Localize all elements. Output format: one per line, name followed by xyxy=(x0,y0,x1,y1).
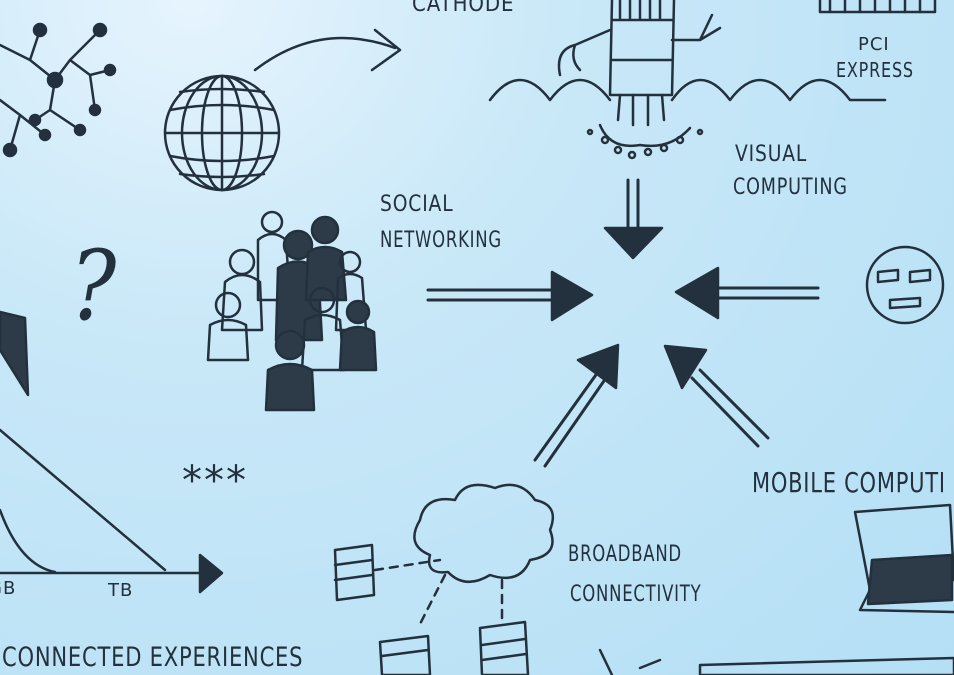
globe-icon xyxy=(163,74,281,192)
broadband-label-line2: CONNECTIVITY xyxy=(570,582,702,607)
server-left-icon xyxy=(333,543,376,602)
chip-icon xyxy=(818,0,937,14)
device-partial-icon xyxy=(598,648,954,675)
visual-computing-label-line2: COMPUTING xyxy=(733,175,848,200)
server-bottom-right-icon xyxy=(478,620,530,675)
mobile-computing-label: MOBILE COMPUTI xyxy=(752,466,946,499)
question-mark-label: ? xyxy=(70,230,118,342)
visual-computing-label-line1: VISUAL xyxy=(735,142,808,167)
cloud-network-icon xyxy=(373,483,555,630)
people-group-icon xyxy=(206,210,378,412)
axis-tick-right-label: TB xyxy=(108,580,134,601)
social-networking-label-line2: NETWORKING xyxy=(380,228,502,253)
broadband-label-line1: BROADBAND xyxy=(568,542,682,567)
laptop-icon xyxy=(853,503,954,614)
axis-tick-left-label: GB xyxy=(0,578,17,599)
growth-graph-icon xyxy=(0,428,224,594)
robot-component-icon xyxy=(488,0,887,160)
cathode-label: CATHODE xyxy=(412,0,515,17)
connected-experiences-label: CONNECTED EXPERIENCES xyxy=(2,642,304,673)
social-networking-label-line1: SOCIAL xyxy=(380,192,454,217)
curved-arrow-icon xyxy=(253,28,402,72)
converging-arrows-icon xyxy=(426,178,820,468)
stars-label: *** xyxy=(182,458,248,504)
face-icon xyxy=(865,245,945,325)
server-bottom-left-icon xyxy=(378,634,432,675)
pci-express-label-line2: EXPRESS xyxy=(836,58,914,82)
triangle-marker-icon xyxy=(0,310,30,397)
pci-express-label-line1: PCI xyxy=(858,34,890,55)
network-nodes-icon xyxy=(0,22,117,158)
